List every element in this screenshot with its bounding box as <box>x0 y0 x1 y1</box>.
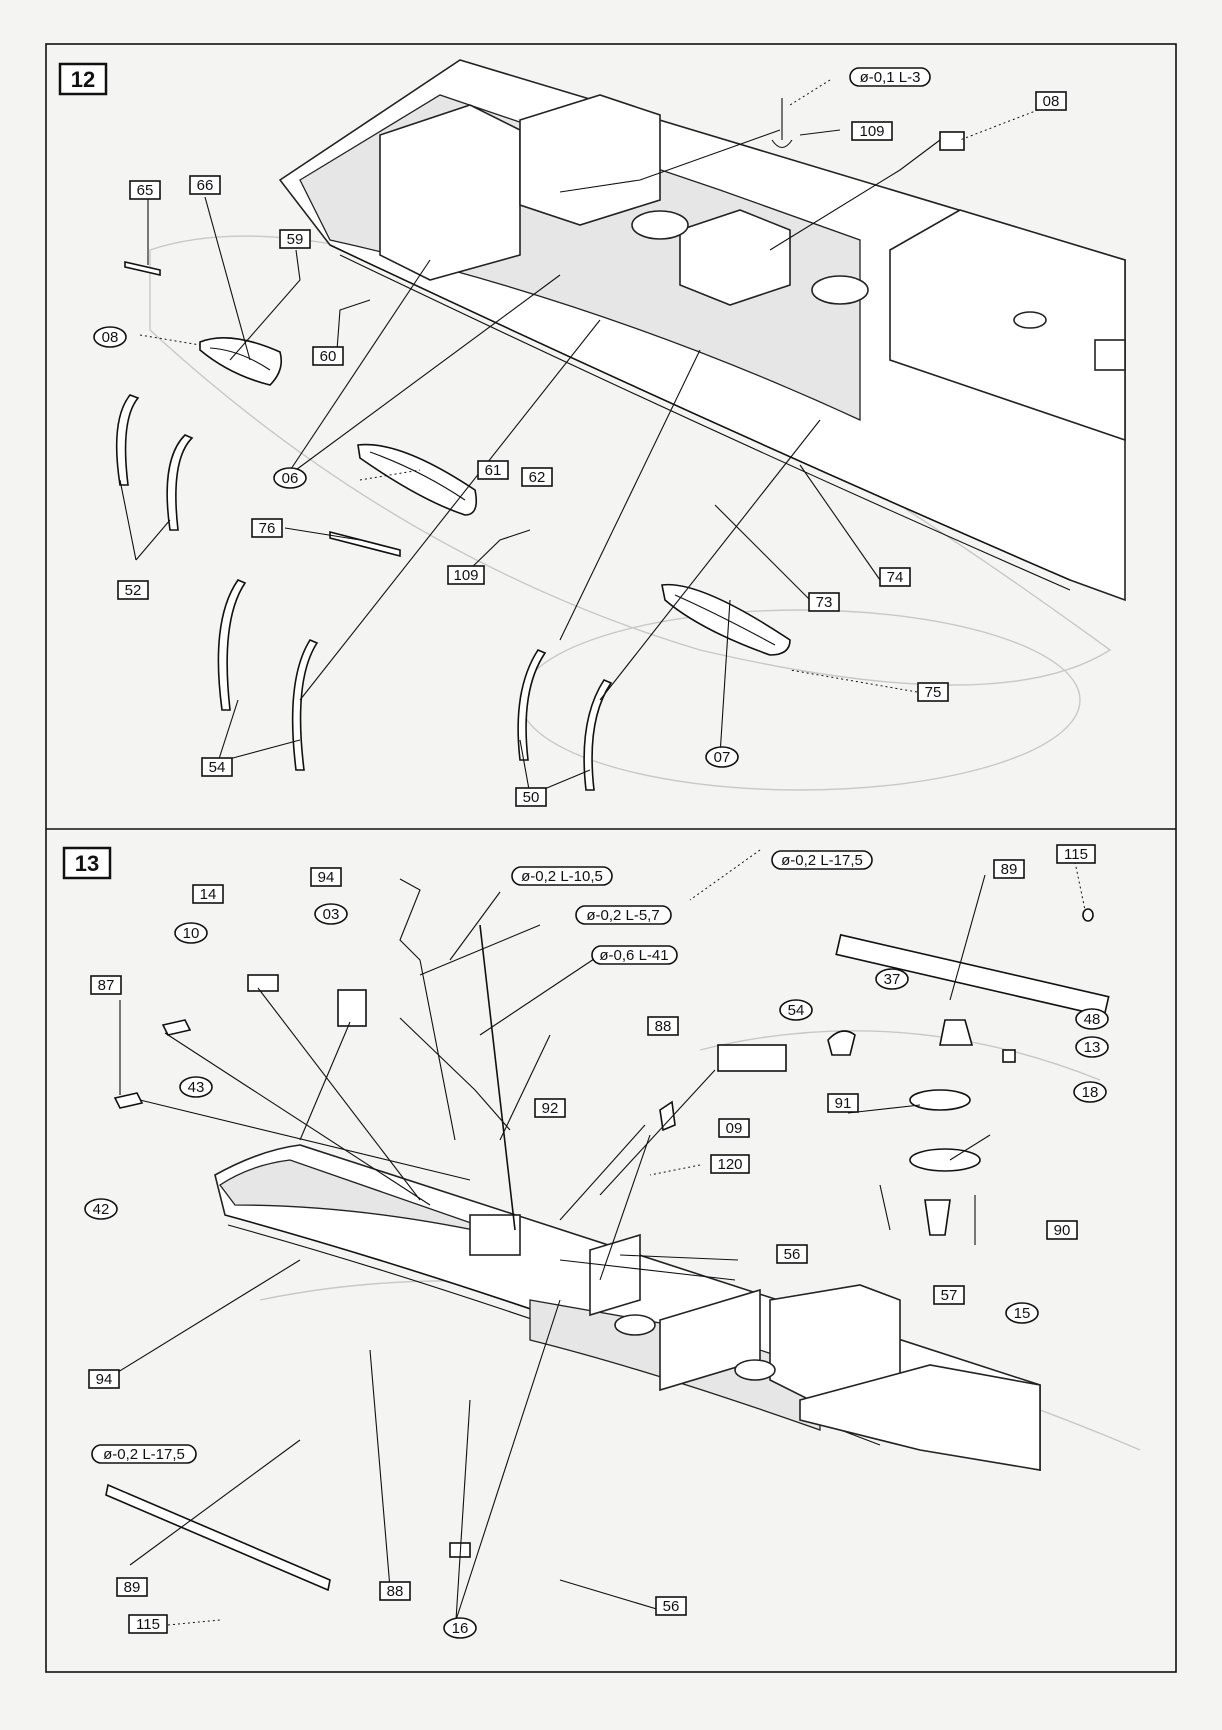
label-wire-l57: ø-0,2 L-5,7 <box>586 907 659 924</box>
label-90: 90 <box>1054 1222 1071 1239</box>
part-fitting-120 <box>659 1100 676 1132</box>
label-50: 50 <box>523 789 540 806</box>
part-small-18 <box>1002 1049 1016 1063</box>
label-06: 06 <box>282 470 299 487</box>
ship-hull-step12 <box>278 59 1126 602</box>
label-62: 62 <box>529 469 546 486</box>
label-14: 14 <box>200 886 217 903</box>
part-davits-54 <box>217 579 319 771</box>
panel-frame <box>45 43 1177 1673</box>
label-115-bottom: 115 <box>136 1616 160 1633</box>
label-94-top: 94 <box>318 869 335 886</box>
label-43: 43 <box>188 1079 205 1096</box>
part-post-15 <box>924 1199 951 1236</box>
part-anchor-small <box>771 98 793 149</box>
label-18: 18 <box>1082 1084 1099 1101</box>
label-03: 03 <box>323 906 340 923</box>
label-89-top: 89 <box>1001 861 1018 878</box>
label-74: 74 <box>887 569 904 586</box>
label-61: 61 <box>485 462 502 479</box>
labels-step13: 14 10 87 43 42 94 03 ø-0,2 L-10,5 ø-0,2 … <box>84 844 1109 1639</box>
label-89-bottom: 89 <box>124 1579 141 1596</box>
label-16: 16 <box>452 1620 469 1637</box>
label-115-top: 115 <box>1064 846 1088 863</box>
label-07: 07 <box>714 749 731 766</box>
label-120: 120 <box>717 1156 742 1173</box>
label-109-upper: 109 <box>859 123 884 140</box>
label-87: 87 <box>98 977 115 994</box>
part-box-03 <box>337 989 367 1027</box>
label-08-reel: 08 <box>1043 93 1060 110</box>
part-reel-08 <box>939 131 965 151</box>
label-65: 65 <box>137 182 154 199</box>
label-92: 92 <box>542 1100 559 1117</box>
label-88-bottom: 88 <box>387 1583 404 1600</box>
part-brackets-57 <box>879 1184 976 1245</box>
label-48: 48 <box>1084 1011 1101 1028</box>
step-12-number: 12 <box>71 67 95 92</box>
part-bitt-43 <box>161 1019 192 1036</box>
labels-step12: 65 66 59 08 60 52 06 76 109 61 62 54 50 … <box>93 67 1067 807</box>
part-winch-14 <box>247 974 279 992</box>
label-wire-l105: ø-0,2 L-10,5 <box>521 868 603 885</box>
label-109-lower: 109 <box>453 567 478 584</box>
part-boat-08 <box>199 337 283 386</box>
label-wire-l175-top: ø-0,2 L-17,5 <box>781 852 863 869</box>
step-13-number: 13 <box>75 851 99 876</box>
step-12-panel: 12 <box>58 59 1126 807</box>
part-light-13 <box>939 1019 974 1046</box>
part-locker-54 <box>717 1044 787 1072</box>
label-42: 42 <box>93 1201 110 1218</box>
part-railing-89-bottom <box>105 1483 331 1592</box>
part-vent-37 <box>827 1030 856 1056</box>
label-54-locker: 54 <box>788 1002 805 1019</box>
part-platform-90 <box>909 1148 981 1172</box>
label-91: 91 <box>835 1095 852 1112</box>
part-bitt-42 <box>113 1092 144 1109</box>
label-10: 10 <box>183 925 200 942</box>
part-davits-50 <box>517 648 613 791</box>
part-ring-91 <box>909 1089 971 1111</box>
label-wire-l175-bottom: ø-0,2 L-17,5 <box>103 1446 185 1463</box>
label-57: 57 <box>941 1287 958 1304</box>
label-66: 66 <box>197 177 214 194</box>
leaders-step13 <box>104 849 1086 1626</box>
part-boat-07 <box>661 583 791 656</box>
label-56-bottom: 56 <box>663 1598 680 1615</box>
label-88-top: 88 <box>655 1018 672 1035</box>
parts-step13 <box>105 908 1110 1592</box>
part-ring-115 <box>1082 908 1094 922</box>
label-wire-l3: ø-0,1 L-3 <box>860 69 921 86</box>
label-59: 59 <box>287 231 304 248</box>
label-76: 76 <box>259 520 276 537</box>
label-13: 13 <box>1084 1039 1101 1056</box>
label-08-boat: 08 <box>102 329 119 346</box>
part-davits-52 <box>115 394 194 531</box>
label-52: 52 <box>125 582 142 599</box>
label-54: 54 <box>209 759 226 776</box>
label-37: 37 <box>884 971 901 988</box>
label-60: 60 <box>320 348 337 365</box>
label-wire-l41: ø-0,6 L-41 <box>599 947 668 964</box>
part-boat-06 <box>357 443 478 516</box>
label-09: 09 <box>726 1120 743 1137</box>
label-56-top: 56 <box>784 1246 801 1263</box>
ship-hull-step13 <box>214 924 1041 1471</box>
label-15: 15 <box>1014 1305 1031 1322</box>
label-94-bottom: 94 <box>96 1371 113 1388</box>
step-13-panel: 13 <box>62 844 1141 1639</box>
label-73: 73 <box>816 594 833 611</box>
label-75: 75 <box>925 684 942 701</box>
